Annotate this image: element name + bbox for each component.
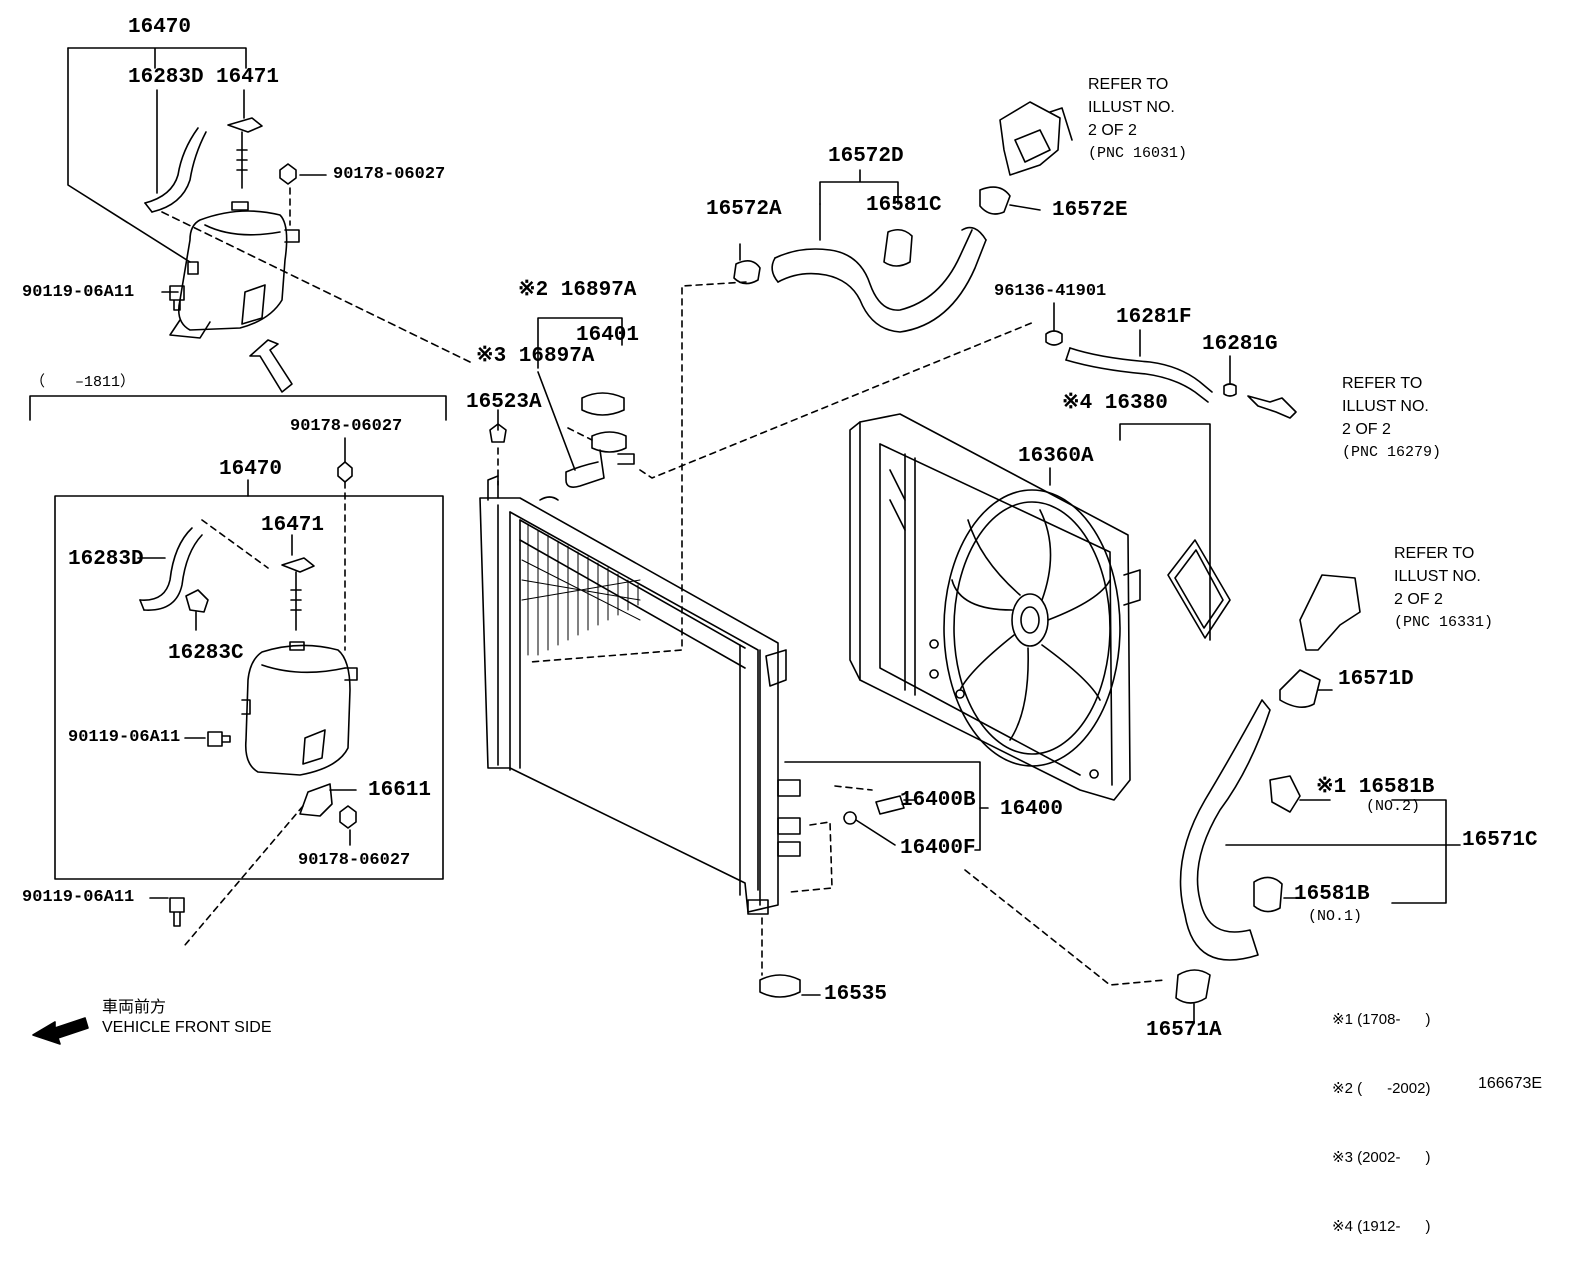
fan-shroud [849, 413, 1141, 801]
bracket-16471-top [227, 117, 263, 189]
variant-box [54, 495, 444, 880]
hose-16283D-box [139, 519, 269, 611]
footnote: ※3 (2002- ) [1332, 1149, 1431, 1166]
leader-lines-box [137, 437, 357, 846]
refer-line: ILLUST NO. [1394, 568, 1481, 585]
part-16581C[interactable]: 16581C [866, 194, 942, 217]
part-16283C[interactable]: 16283C [168, 642, 244, 665]
footnote: ※4 (1912- ) [1332, 1218, 1431, 1235]
part-16581B[interactable]: 16581B [1294, 883, 1370, 906]
drain-leaders [784, 761, 1166, 986]
refer-line: ILLUST NO. [1342, 398, 1429, 415]
part-16571A[interactable]: 16571A [1146, 1019, 1222, 1042]
part-90178-top[interactable]: 90178-06027 [333, 165, 446, 184]
bolt-box [207, 731, 231, 747]
fan-leaders [1049, 423, 1211, 641]
water-outlet [999, 101, 1073, 176]
part-16471-top[interactable]: 16471 [216, 66, 280, 89]
refer-block-16031: REFER TO ILLUST NO. 2 OF 2 (PNC 16031) [1088, 73, 1187, 165]
refer-line: 2 OF 2 [1342, 421, 1391, 438]
part-16380-note4[interactable]: ※4 16380 [1062, 392, 1168, 415]
upper-hose [733, 169, 1041, 333]
range-bracket [29, 395, 447, 421]
nut-box-bottom [339, 805, 357, 829]
bracket-16611 [299, 783, 333, 817]
part-16400[interactable]: 16400 [1000, 798, 1064, 821]
part-16360A[interactable]: 16360A [1018, 445, 1094, 468]
reservoir-tank-top [169, 201, 300, 339]
front-arrow-icon [32, 1017, 89, 1045]
part-16571D[interactable]: 16571D [1338, 668, 1414, 691]
part-96136-41901[interactable]: 96136-41901 [994, 282, 1107, 301]
part-16283D-box[interactable]: 16283D [68, 548, 144, 571]
hose-16283D-top [144, 127, 207, 213]
part-16470-box[interactable]: 16470 [219, 458, 283, 481]
clip-16283C [185, 589, 209, 631]
refer-line: 2 OF 2 [1394, 591, 1443, 608]
part-90119-bottom[interactable]: 90119-06A11 [22, 888, 135, 907]
part-16897A-note3[interactable]: ※3 16897A [476, 345, 595, 368]
part-16400B[interactable]: 16400B [900, 789, 976, 812]
part-16281G[interactable]: 16281G [1202, 333, 1278, 356]
refer-pnc[interactable]: (PNC 16031) [1088, 145, 1188, 162]
range-label: （ –1811） [30, 374, 136, 391]
bracket-16471-box [281, 557, 315, 631]
front-label-jp: 車両前方 [102, 999, 167, 1016]
part-16401[interactable]: 16401 [576, 324, 640, 347]
dashed-box-bolt [184, 805, 304, 946]
refer-block-16331: REFER TO ILLUST NO. 2 OF 2 (PNC 16331) [1394, 542, 1493, 634]
part-90178-mid[interactable]: 90178-06027 [290, 417, 403, 436]
leader-lines-top-left [67, 47, 327, 293]
footnote: ※1 (1708- ) [1332, 1011, 1431, 1028]
part-16471-box[interactable]: 16471 [261, 514, 325, 537]
part-16572E[interactable]: 16572E [1052, 199, 1128, 222]
bolt-bottom [149, 897, 185, 927]
refer-line: 2 OF 2 [1088, 122, 1137, 139]
part-16283D-top[interactable]: 16283D [128, 66, 204, 89]
nut-box-top [337, 461, 353, 483]
parts-diagram: 16470 16283D 16471 90178-06027 90119-06A… [22, 16, 1543, 1235]
resistor-16363 [1167, 539, 1231, 639]
refer-block-16279: REFER TO ILLUST NO. 2 OF 2 (PNC 16279) [1342, 372, 1441, 464]
bypass-hose [1045, 302, 1297, 419]
part-16897A-note2[interactable]: ※2 16897A [518, 279, 637, 302]
illustration-number: 166673E [1478, 1075, 1543, 1092]
radiator-leaders [489, 281, 1035, 998]
label-no2: (NO.2) [1366, 798, 1421, 815]
radiator [479, 475, 801, 915]
refer-pnc[interactable]: (PNC 16279) [1342, 444, 1442, 461]
part-90178-box[interactable]: 90178-06027 [298, 851, 411, 870]
part-16400F[interactable]: 16400F [900, 837, 976, 860]
dashed-reservoir-to-radiator [161, 211, 471, 363]
label-no1: (NO.1) [1308, 908, 1363, 925]
diagram-artwork [29, 47, 1461, 1045]
part-16572D[interactable]: 16572D [828, 145, 904, 168]
lower-hose-leaders [1225, 799, 1461, 904]
lower-hose [1175, 574, 1361, 1023]
part-16572A[interactable]: 16572A [706, 198, 782, 221]
part-16571C[interactable]: 16571C [1462, 829, 1538, 852]
reservoir-tank-box [241, 641, 358, 776]
refer-line: REFER TO [1088, 76, 1169, 93]
nut-top [279, 163, 297, 226]
refer-line: ILLUST NO. [1088, 99, 1175, 116]
front-label-en: VEHICLE FRONT SIDE [102, 1019, 272, 1036]
refer-line: REFER TO [1342, 375, 1423, 392]
part-16611[interactable]: 16611 [368, 779, 432, 802]
refer-line: REFER TO [1394, 545, 1475, 562]
arrow-up [249, 339, 293, 393]
footnote: ※2 ( -2002) [1332, 1080, 1431, 1097]
part-16581B-note1[interactable]: ※1 16581B [1316, 776, 1435, 799]
part-16470-top[interactable]: 16470 [128, 16, 192, 39]
part-16535[interactable]: 16535 [824, 983, 888, 1006]
part-90119-box[interactable]: 90119-06A11 [68, 728, 181, 747]
part-16281F[interactable]: 16281F [1116, 306, 1192, 329]
refer-pnc[interactable]: (PNC 16331) [1394, 614, 1494, 631]
part-90119-top[interactable]: 90119-06A11 [22, 283, 135, 302]
bolt-top [169, 285, 185, 311]
footnotes: ※1 (1708- ) ※2 ( -2002) ※3 (2002- ) ※4 (… [1332, 962, 1430, 1261]
part-16523A[interactable]: 16523A [466, 391, 542, 414]
radiator-cap-parts [565, 392, 635, 488]
